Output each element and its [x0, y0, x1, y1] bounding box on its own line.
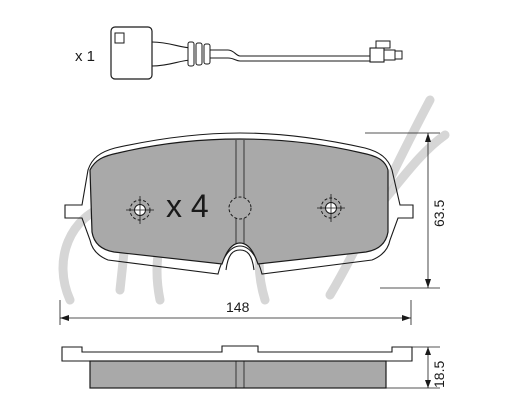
pad-front-view: [64, 132, 414, 275]
pad-side-view: [61, 345, 413, 389]
height-dimension-label: 63.5: [431, 200, 447, 227]
wear-sensor: [110, 26, 403, 80]
sensor-quantity-label: x 1: [75, 48, 95, 65]
width-dimension: [59, 300, 412, 325]
pad-quantity-label: x 4: [166, 188, 209, 224]
guide-pin-left: [126, 196, 154, 224]
thickness-dimension-label: 18.5: [431, 361, 447, 388]
thickness-dimension: [386, 346, 440, 389]
width-dimension-label: 148: [226, 299, 250, 315]
height-dimension: [365, 132, 440, 289]
guide-pin-right: [317, 194, 345, 222]
